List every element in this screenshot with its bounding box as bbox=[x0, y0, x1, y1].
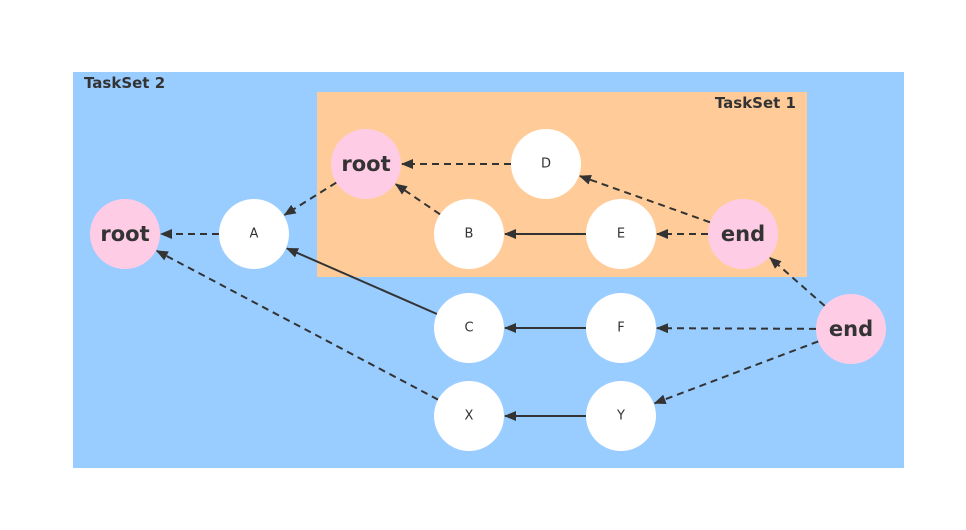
node-end2: end bbox=[816, 294, 886, 364]
node-d-circle bbox=[511, 129, 581, 199]
node-root1-label: root bbox=[341, 152, 390, 176]
node-d: D bbox=[511, 129, 581, 199]
taskset-1-label: TaskSet 1 bbox=[715, 94, 796, 112]
edge-c-to-a bbox=[286, 247, 438, 315]
node-e-circle bbox=[586, 199, 656, 269]
node-end2-circle bbox=[816, 294, 886, 364]
node-root2: root bbox=[90, 199, 160, 269]
node-root2-label: root bbox=[100, 222, 149, 246]
taskset-2-label: TaskSet 2 bbox=[84, 74, 165, 92]
edge-root1-to-a bbox=[283, 181, 337, 216]
node-root1-circle bbox=[331, 129, 401, 199]
node-y-label: Y bbox=[616, 409, 625, 424]
node-c-circle bbox=[434, 293, 504, 363]
node-e-label: E bbox=[617, 227, 625, 242]
node-b-label: B bbox=[465, 227, 474, 242]
node-b: B bbox=[434, 199, 504, 269]
node-e: E bbox=[586, 199, 656, 269]
node-y-circle bbox=[586, 381, 656, 451]
node-f-circle bbox=[586, 293, 656, 363]
node-y: Y bbox=[586, 381, 656, 451]
edges-layer bbox=[155, 159, 826, 421]
node-x-label: X bbox=[465, 409, 474, 424]
edge-x-to-root2 bbox=[155, 249, 439, 401]
node-end1: end bbox=[708, 199, 778, 269]
node-end1-circle bbox=[708, 199, 778, 269]
node-c-label: C bbox=[464, 321, 473, 336]
node-d-label: D bbox=[541, 157, 551, 172]
node-c: C bbox=[434, 293, 504, 363]
node-a-circle bbox=[219, 199, 289, 269]
edge-end2-to-y bbox=[653, 340, 819, 405]
node-end1-label: end bbox=[721, 222, 765, 246]
edge-end2-to-end1 bbox=[769, 257, 826, 307]
node-end2-label: end bbox=[829, 317, 873, 341]
node-a: A bbox=[219, 199, 289, 269]
node-a-label: A bbox=[250, 227, 259, 242]
edge-end2-to-f bbox=[655, 323, 817, 334]
node-root2-circle bbox=[90, 199, 160, 269]
node-b-circle bbox=[434, 199, 504, 269]
node-x-circle bbox=[434, 381, 504, 451]
node-root1: root bbox=[331, 129, 401, 199]
node-x: X bbox=[434, 381, 504, 451]
edge-b-to-root1 bbox=[394, 183, 441, 216]
node-f: F bbox=[586, 293, 656, 363]
node-f-label: F bbox=[617, 321, 624, 336]
